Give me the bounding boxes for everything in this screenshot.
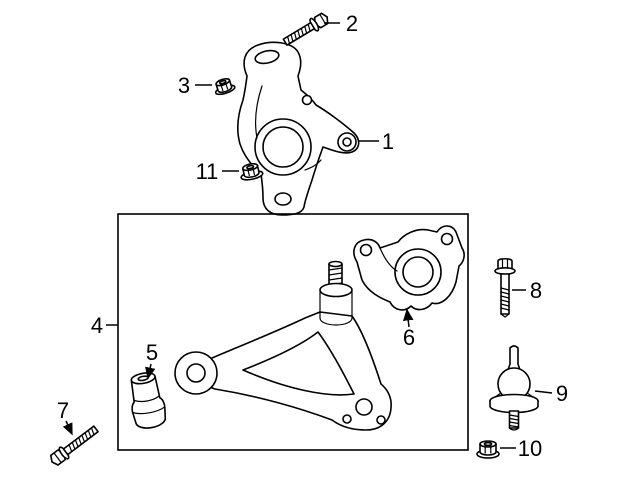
bushing-rib-1 [133, 395, 161, 403]
callout-2-label: 2 [346, 11, 358, 36]
ball-joint-nut [476, 440, 500, 459]
callout-9-label: 9 [556, 381, 568, 406]
callout-8-label: 8 [530, 278, 542, 303]
ball-joint [489, 345, 539, 431]
bracket-ear-hole-left [359, 243, 373, 257]
front-bushing-eye-inner [186, 363, 206, 383]
assembly-box [117, 213, 469, 451]
callout-5-label: 5 [146, 340, 158, 365]
callout-7-label: 7 [57, 398, 69, 423]
callout-7-leader [62, 420, 73, 436]
flange-nut-lower [240, 162, 264, 181]
ball-joint-stud-tip [508, 427, 520, 431]
front-bushing [130, 372, 167, 429]
knuckle-contour-line [255, 85, 263, 139]
rear-hole-small-left [342, 414, 352, 424]
flange-nut-upper [214, 77, 236, 96]
callout-9-leader [534, 390, 553, 394]
bushing-body [130, 375, 167, 429]
callout-1-label: 1 [382, 129, 394, 154]
callout-5-leader [145, 363, 156, 380]
nut-3-hole [218, 79, 227, 85]
bolt-7-threads [68, 427, 95, 453]
nut-11-facet-right [252, 166, 255, 175]
bolt-8-threads [500, 287, 510, 311]
knuckle-ear-hole [342, 137, 352, 147]
rear-bushing-bracket [353, 225, 465, 311]
bolt-8-head [497, 257, 513, 270]
callout-11-label: 11 [196, 159, 219, 184]
front-bolt [49, 425, 99, 466]
nut-11-facet-left [247, 168, 250, 177]
knuckle-hub-bore-inner [262, 126, 304, 168]
pinch-bolt [282, 12, 329, 46]
nut-10-hole [483, 441, 493, 447]
control-arm-web-opening [242, 331, 355, 396]
bolt-2-threads [287, 23, 311, 45]
bracket-ear-hole-right [440, 232, 454, 246]
nut-3-facet-left [220, 83, 224, 92]
rear-hole-large [355, 398, 373, 416]
callout-10-label: 10 [518, 436, 542, 461]
sleeve-sides [319, 289, 353, 319]
steering-knuckle [237, 41, 360, 216]
bracket-contour [379, 247, 398, 272]
ball-joint-stud-threads [508, 414, 520, 428]
sleeve-bottom [319, 317, 353, 326]
bolt-8-tip [500, 313, 510, 318]
bolt-7-head-facet [53, 452, 62, 464]
knuckle-contour-line-2 [304, 159, 322, 171]
knuckle-bolt-hole [301, 94, 313, 106]
callout-6-leader [403, 308, 414, 328]
bracket-bolt [494, 257, 516, 318]
knuckle-top-slot [254, 49, 280, 65]
callout-3-label: 3 [178, 73, 190, 98]
sleeve-top [319, 282, 353, 298]
nut-11-hole [246, 164, 255, 170]
callout-4-label: 4 [91, 313, 103, 338]
callout-6-label: 6 [403, 325, 415, 350]
knuckle-lower-hole [274, 192, 292, 206]
bracket-bore-inner [402, 256, 434, 288]
nut-3-facet-right [224, 81, 229, 90]
bushing-rib-2 [132, 406, 166, 415]
lower-control-arm [174, 260, 392, 431]
rear-hole-small-right [376, 415, 386, 425]
